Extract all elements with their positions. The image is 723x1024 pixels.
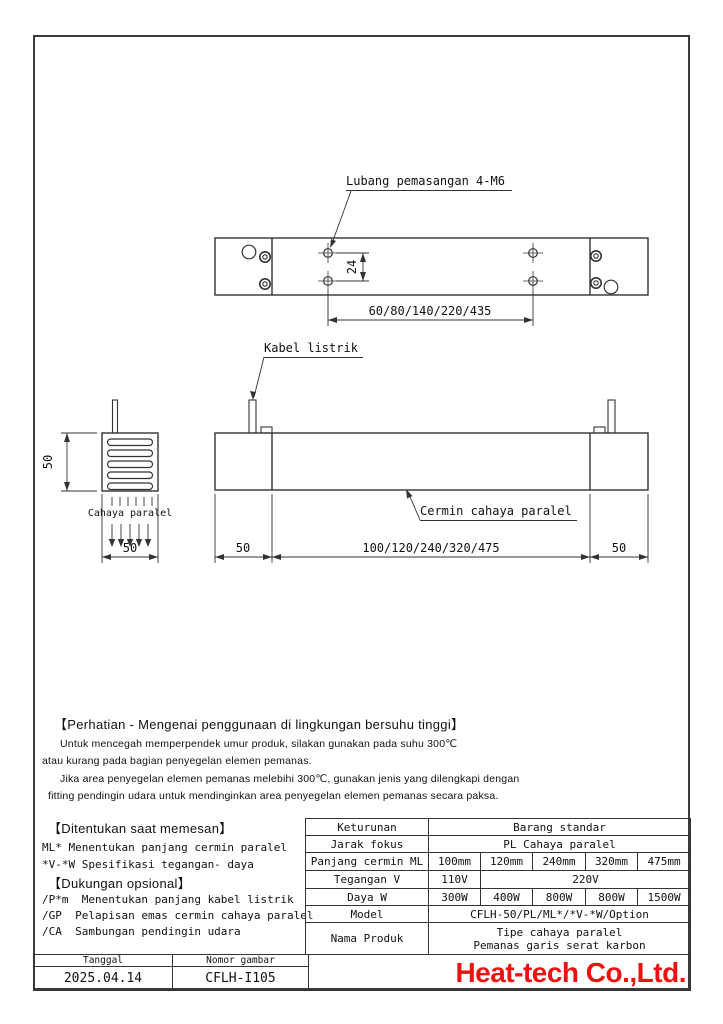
heater-body (214, 432, 649, 491)
power-cable-left (248, 399, 257, 434)
spec-value: Barang standar (427, 818, 692, 836)
company-logo: Heat-tech Co.,Ltd. (308, 954, 691, 991)
spec-value: 300W (428, 888, 481, 906)
spec-label: Tegangan V (305, 870, 429, 889)
end-view-linework (101, 399, 159, 492)
mirror-label: Cermin cahaya paralel (420, 504, 577, 521)
end-view-body (101, 432, 159, 492)
spec-row-model: Model CFLH-50/PL/ML*/*V-*W/Option (305, 905, 692, 923)
spec-label: Panjang cermin ML (305, 852, 429, 871)
power-cable-right (607, 399, 616, 434)
warning-title: 【Perhatian - Mengenai penggunaan di ling… (54, 717, 465, 732)
warning-line: fitting pendingin udara untuk mendingink… (48, 790, 499, 802)
spec-row-jarak-fokus: Jarak fokus PL Cahaya paralel (305, 835, 692, 853)
warning-line: Jika area penyegelan elemen pemanas mele… (60, 773, 520, 785)
cable-label: Kabel listrik (264, 341, 363, 358)
optional-item: /GP Pelapisan emas cermin cahaya paralel (42, 909, 314, 922)
optional-title: 【Dukungan opsional】 (48, 876, 192, 891)
endcap-hole (241, 244, 257, 260)
spec-row-keturunan: Keturunan Barang standar (305, 818, 692, 836)
spec-value: 320mm (585, 852, 638, 871)
spec-value: Tipe cahaya paralel Pemanas garis serat … (427, 922, 692, 955)
front-view-dimensions (214, 356, 649, 563)
hole-spacing-dim: 60/80/140/220/435 (368, 304, 492, 318)
spec-value: 120mm (480, 852, 533, 871)
spec-row-nama-produk: Nama Produk Tipe cahaya paralel Pemanas … (305, 922, 692, 955)
spec-row-tegangan: Tegangan V 110V 220V (305, 870, 692, 889)
spec-value: CFLH-50/PL/ML*/*V-*W/Option (427, 905, 692, 923)
warning-line: Untuk mencegah memperpendek umur produk,… (60, 738, 458, 750)
ordering-title: 【Ditentukan saat memesan】 (48, 821, 233, 836)
end-view-width-dim: 50 (122, 541, 138, 555)
heater-element-slots (106, 438, 154, 491)
endcap-hole (603, 279, 619, 295)
spec-label: Model (305, 905, 429, 923)
spec-value: 110V (428, 870, 481, 889)
date-value: 2025.04.14 (33, 966, 173, 991)
cable-notch-right (593, 426, 606, 434)
spec-value: 800W (585, 888, 638, 906)
parallel-light-rays (111, 497, 153, 542)
end-view-dimensions (61, 432, 159, 563)
top-view-endcap-details (241, 243, 619, 295)
spec-row-daya: Daya W 300W 400W 800W 800W 1500W (305, 888, 692, 906)
product-name-line1: Tipe cahaya paralel (496, 925, 623, 939)
front-dim-center: 100/120/240/320/475 (362, 541, 500, 555)
front-view-linework (214, 399, 649, 491)
ordering-item: *V-*W Spesifikasi tegangan- daya (42, 858, 254, 871)
spec-value: PL Cahaya paralel (427, 835, 692, 853)
spec-value: 400W (480, 888, 533, 906)
spec-label: Daya W (305, 888, 429, 906)
spec-row-panjang-cermin: Panjang cermin ML 100mm 120mm 240mm 320m… (305, 852, 692, 871)
spec-label: Jarak fokus (305, 835, 429, 853)
top-view-plate (214, 237, 649, 296)
spec-value: 800W (532, 888, 586, 906)
front-dim-right: 50 (611, 541, 627, 555)
spec-value: 240mm (532, 852, 586, 871)
spec-value: 220V (479, 870, 692, 889)
end-view-cable (111, 399, 119, 434)
top-view-arrowheads (328, 239, 533, 323)
drawing-number-header: Nomor gambar (172, 954, 309, 967)
spec-value: 100mm (428, 852, 481, 871)
product-name-line2: Pemanas garis serat karbon (473, 938, 646, 952)
parallel-light-label: Cahaya paralel (87, 508, 173, 519)
spec-value: 1500W (636, 888, 692, 906)
endcap-screws (258, 250, 602, 290)
spec-label: Nama Produk (305, 922, 429, 955)
spec-value: 475mm (636, 852, 692, 871)
hole-pitch-dim: 24 (345, 259, 359, 275)
front-view-arrowheads (215, 391, 648, 560)
end-view-arrowheads (64, 433, 158, 560)
mounting-hole-label: Lubang pemasangan 4-M6 (346, 174, 512, 191)
date-header: Tanggal (33, 954, 173, 967)
optional-item: /CA Sambungan pendingin udara (42, 925, 241, 938)
title-block: Tanggal Nomor gambar Heat-tech Co.,Ltd. … (33, 954, 691, 991)
top-view-linework (214, 237, 649, 296)
warning-line: atau kurang pada bagian penyegelan eleme… (42, 755, 312, 767)
ordering-item: ML* Menentukan panjang cermin paralel (42, 841, 288, 854)
spec-label: Keturunan (305, 818, 429, 836)
front-dim-left: 50 (235, 541, 251, 555)
end-view-height-dim: 50 (41, 454, 55, 470)
spec-table: Keturunan Barang standar Jarak fokus PL … (305, 818, 692, 955)
drawing-number-value: CFLH-I105 (172, 966, 309, 991)
optional-item: /P*m Menentukan panjang kabel listrik (42, 893, 294, 906)
cable-notch-left (260, 426, 273, 434)
